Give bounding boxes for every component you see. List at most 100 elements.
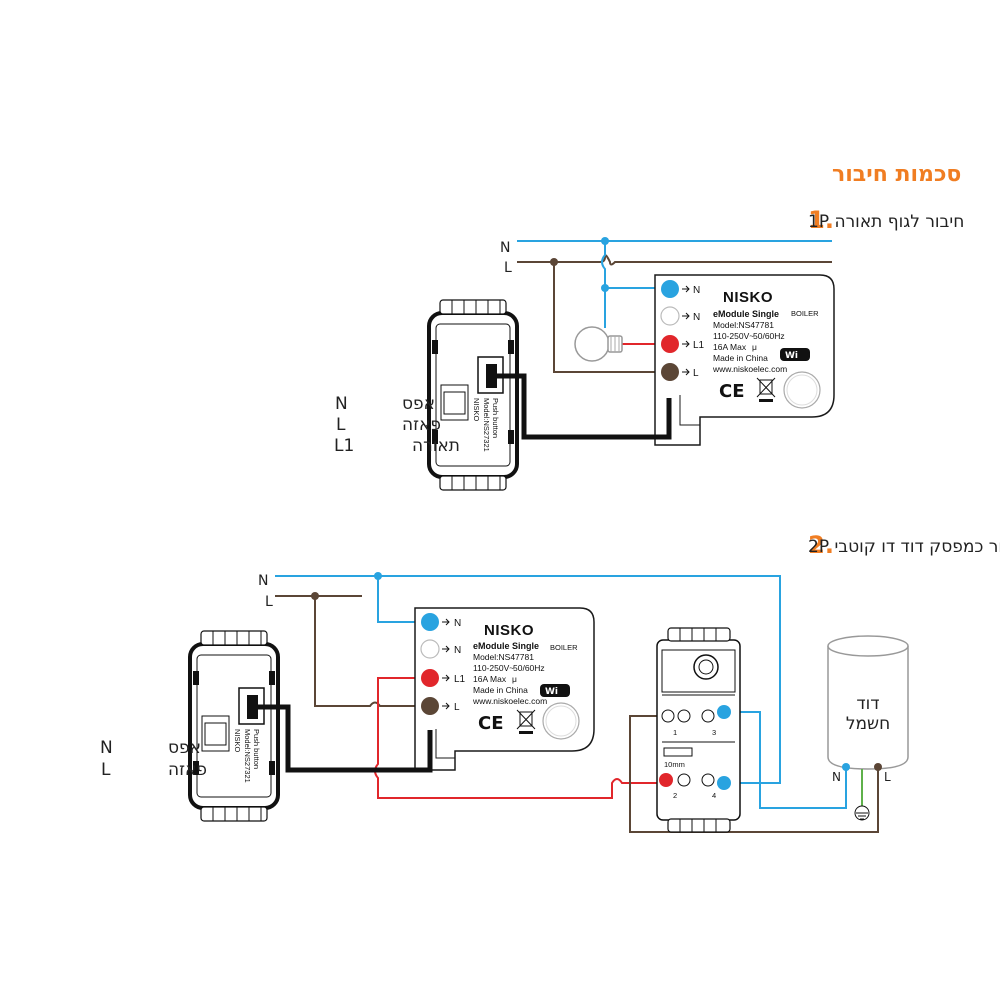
d2-wifi-text: Wi: [545, 687, 558, 697]
d2-boiler-label-1: דוד: [856, 694, 879, 714]
legend-1-l1-code: L1: [334, 436, 354, 456]
d2-sw-term-4b: [717, 776, 731, 790]
d1-module-brand: NISKO: [723, 289, 773, 306]
legend-1-l-code: L: [336, 415, 346, 435]
d2-term-n-out-label: N: [454, 618, 461, 629]
legend-1-n-text: אפס: [402, 394, 435, 414]
d2-module-voltage: 110-250V~: [473, 663, 514, 673]
d2-neutral-to-module: [377, 576, 430, 623]
d1-line-l-label: L: [504, 260, 512, 276]
d1-module-origin: Made in China: [713, 353, 768, 363]
section-1-label: חיבור לגוף תאורה 1P: [808, 212, 964, 232]
d2-pb-model: Model:NS27321: [243, 729, 252, 783]
d1-term-l1: [661, 335, 679, 353]
d2-sw-term-3a: [701, 709, 715, 723]
d2-switch-2p: 1 3 10mm 2 4: [656, 627, 741, 833]
d2-wifi-badge: [540, 684, 570, 697]
d1-pb-brand: NISKO: [472, 398, 481, 422]
diagram-1: N L N N L1 L: [334, 237, 835, 491]
d1-term-n-in-label: N: [693, 312, 700, 323]
section-2-label: חיבור כמפסק דוד דו קוטבי 2P: [808, 537, 1000, 557]
d2-module-boiler: BOILER: [550, 643, 578, 652]
d1-module-knob: [783, 371, 821, 409]
d2-module-name: eModule Single: [473, 641, 539, 651]
d1-module-url: www.niskoelec.com: [712, 364, 787, 374]
d1-term-n-out-label: N: [693, 285, 700, 296]
d2-sw-term-4a: [701, 773, 715, 787]
d2-neutral-wire: [275, 575, 781, 784]
d2-sw-gap: 10mm: [664, 760, 685, 769]
d1-control-wire[interactable]: [497, 373, 672, 440]
d1-term-l1-label: L1: [693, 340, 705, 351]
d1-weee-icon: [756, 377, 776, 402]
legend-1-l-text: פאזה: [402, 415, 441, 435]
d1-module-current: 16A Max: [713, 342, 747, 352]
d1-line-n-label: N: [500, 240, 510, 256]
d1-live-drop: [553, 262, 670, 373]
d2-module-origin: Made in China: [473, 685, 528, 695]
d2-boiler-n-label: N: [832, 770, 841, 784]
d2-line-n-label: N: [258, 573, 268, 589]
section-2-number: 2.: [808, 531, 834, 559]
d2-pb-type: Push button: [252, 729, 261, 769]
d2-module: N N L1 L NISKO eModule Single Model:NS47…: [414, 607, 595, 771]
d1-live-wire: [517, 254, 832, 266]
d1-neutral-drop: [601, 241, 670, 289]
d2-ce-mark: CE: [478, 713, 504, 734]
d1-module-mu: μ: [752, 342, 757, 352]
d2-module-model: Model:NS47781: [473, 652, 534, 662]
d2-weee-icon: [516, 709, 536, 734]
d1-wifi-badge: [780, 348, 810, 361]
d2-line-l-label: L: [265, 594, 273, 610]
d2-sw-label-1: 1: [673, 728, 677, 737]
legend-2-n-code: N: [100, 738, 113, 758]
diagram-2: N L N N L1 L NISKO eModule Singl: [100, 572, 909, 833]
d2-sw-label-3: 3: [712, 728, 716, 737]
d2-term-l-label: L: [454, 702, 460, 713]
d1-module-model: Model:NS47781: [713, 320, 774, 330]
d2-term-n-in-label: N: [454, 645, 461, 656]
section-2-heading: 2. חיבור כמפסק דוד דו קוטבי 2P: [808, 531, 1000, 559]
section-1-heading: 1. חיבור לגוף תאורה 1P: [808, 206, 964, 234]
d1-ce-mark: CE: [719, 381, 745, 402]
d2-boiler: דוד חשמל N L: [827, 635, 909, 821]
legend-1-l1-text: תאורה: [412, 436, 460, 456]
d2-boiler-n-term: [842, 763, 850, 771]
d2-term-n-in: [420, 639, 440, 659]
d2-module-url: www.niskoelec.com: [472, 696, 547, 706]
d1-pb-type: Push button: [491, 398, 500, 438]
d1-module-voltage: 110-250V~: [713, 331, 754, 341]
d1-module: N N L1 L NISKO eModule Single Model:NS47…: [654, 274, 835, 446]
d2-switch-l-loop: [629, 715, 879, 833]
d2-sw-term-1a: [661, 709, 675, 723]
d1-module-freq: 50/60Hz: [753, 331, 785, 341]
legend-2-l-code: L: [101, 760, 111, 780]
d1-pb-model: Model:NS27321: [482, 398, 491, 452]
d2-boiler-l-label: L: [884, 770, 891, 784]
d1-term-n-in: [660, 306, 680, 326]
d2-pb-brand: NISKO: [233, 729, 242, 753]
legend-2-n-text: אפס: [168, 738, 201, 758]
d2-l1-wire: [374, 677, 662, 799]
page-title: סכמות חיבור: [832, 162, 961, 187]
legend-2-l-text: פאזה: [168, 760, 207, 780]
d2-term-l1: [421, 669, 439, 687]
d2-term-l: [421, 697, 439, 715]
d2-boiler-label-2: חשמל: [846, 714, 890, 734]
d2-boiler-l-term: [874, 763, 882, 771]
d2-switch-to-boiler-n: [725, 711, 847, 809]
d2-control-wire[interactable]: [258, 704, 433, 773]
d2-module-current: 16A Max: [473, 674, 507, 684]
legend-1: N אפס L פאזה L1 תאורה: [334, 394, 460, 456]
d2-sw-term-2a: [659, 773, 673, 787]
d1-junction-l: [550, 258, 558, 266]
d2-module-knob: [542, 702, 580, 740]
d2-term-l1-label: L1: [454, 674, 466, 685]
d2-module-freq: 50/60Hz: [513, 663, 545, 673]
d2-live-to-module: [314, 596, 430, 707]
d2-sw-term-3b: [717, 705, 731, 719]
d1-term-l: [661, 363, 679, 381]
legend-2: N אפס L פאזה: [100, 738, 207, 780]
